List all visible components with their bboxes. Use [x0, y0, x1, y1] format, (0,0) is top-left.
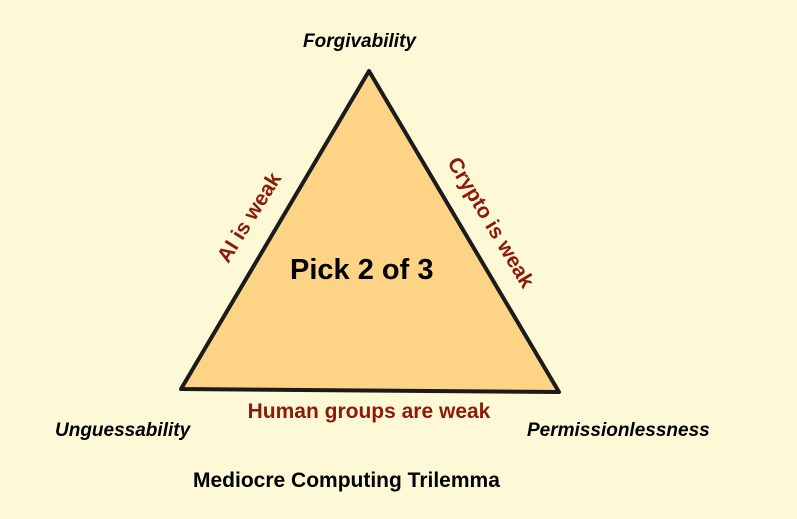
trilemma-triangle [179, 69, 561, 394]
vertex-label-unguessability: Unguessability [55, 420, 191, 441]
center-text: Pick 2 of 3 [290, 254, 434, 286]
diagram-title: Mediocre Computing Trilemma [193, 469, 500, 492]
vertex-label-permissionlessness: Permissionlessness [527, 420, 710, 441]
edge-label-bottom: Human groups are weak [248, 400, 491, 423]
vertex-label-forgivability: Forgivability [303, 31, 416, 52]
